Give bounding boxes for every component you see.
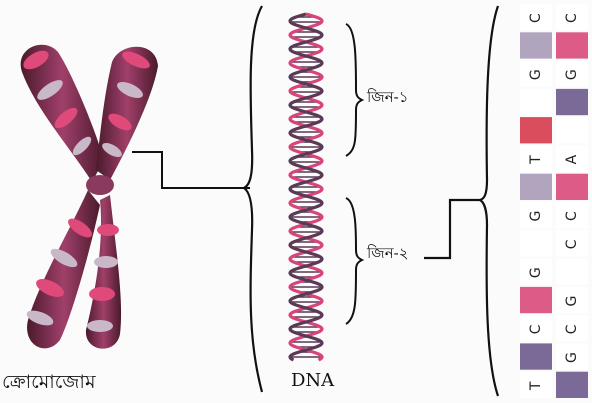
brace-sequence-left: [480, 6, 498, 396]
base-letter: C: [564, 211, 580, 221]
brace-gene-1: [346, 24, 362, 156]
base-cell: [520, 32, 552, 58]
chromosome: [20, 45, 158, 349]
base-cell: [520, 230, 552, 256]
gene-2-label: জিন-২: [367, 242, 409, 267]
base-letter: C: [564, 239, 580, 249]
base-letter: T: [528, 155, 544, 165]
chromosome-label: ক্রোমোজোম: [2, 368, 96, 400]
base-letter: G: [564, 69, 580, 80]
base-cell: [556, 89, 588, 115]
brace-dna-left: [244, 6, 262, 392]
base-cell: [520, 89, 552, 115]
gene-1-label: জিন-১: [367, 86, 408, 111]
base-letter: A: [564, 154, 580, 164]
base-letter: G: [528, 69, 544, 80]
base-letter: G: [528, 267, 544, 278]
connector-gene-sequence: [424, 200, 482, 258]
centromere: [86, 175, 114, 195]
base-letter: C: [528, 324, 544, 334]
base-cell: [556, 174, 588, 200]
base-letter: T: [528, 381, 544, 391]
base-letter: G: [528, 211, 544, 222]
base-cell: [556, 117, 588, 143]
dna-double-helix: [290, 14, 322, 360]
dna-label: DNA: [291, 370, 334, 391]
base-cell: [520, 117, 552, 143]
base-letter: C: [564, 324, 580, 334]
base-letter: C: [564, 13, 580, 23]
base-cell: [556, 259, 588, 285]
base-letter: G: [564, 352, 580, 363]
base-cell: [556, 372, 588, 398]
base-cell: [520, 174, 552, 200]
base-letter: G: [564, 296, 580, 307]
base-cell: [520, 343, 552, 369]
base-sequence-strip: C G T G G C T C G A C C G C G: [520, 4, 588, 398]
base-letter: C: [528, 13, 544, 23]
connector-chromosome-dna: [132, 152, 250, 188]
brace-gene-2: [346, 198, 362, 324]
base-cell: [520, 287, 552, 313]
base-cell: [556, 32, 588, 58]
